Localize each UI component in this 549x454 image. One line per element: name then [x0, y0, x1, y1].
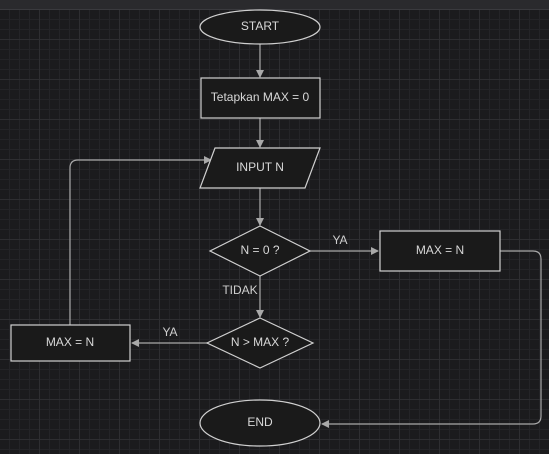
assign-left-process-box[interactable]	[10, 324, 131, 362]
input-parallelogram[interactable]	[199, 147, 321, 189]
cond-max-diamond[interactable]	[205, 317, 315, 369]
end-terminal[interactable]	[199, 399, 321, 447]
edge-label-max-yes: YA	[162, 325, 177, 339]
cond-zero-label: N = 0 ?	[240, 243, 279, 257]
init-process-box[interactable]	[200, 77, 321, 119]
edge-label-zero-yes: YA	[332, 233, 347, 247]
assign-right-label: MAX = N	[416, 243, 464, 257]
start-terminal[interactable]	[199, 9, 321, 45]
assign-left-label: MAX = N	[46, 335, 94, 349]
edge-assign-to-end	[321, 250, 542, 428]
canvas-top-bar	[0, 0, 549, 10]
end-label: END	[247, 415, 273, 429]
assign-right-process-box[interactable]	[379, 230, 501, 272]
init-label: Tetapkan MAX = 0	[211, 90, 310, 104]
input-label: INPUT N	[236, 160, 284, 174]
cond-max-label: N > MAX ?	[231, 335, 290, 349]
edge-label-zero-no: TIDAK	[222, 283, 257, 297]
cond-zero-diamond[interactable]	[208, 225, 312, 277]
start-label: START	[241, 19, 280, 33]
edge-loop-back-to-input	[69, 156, 212, 325]
